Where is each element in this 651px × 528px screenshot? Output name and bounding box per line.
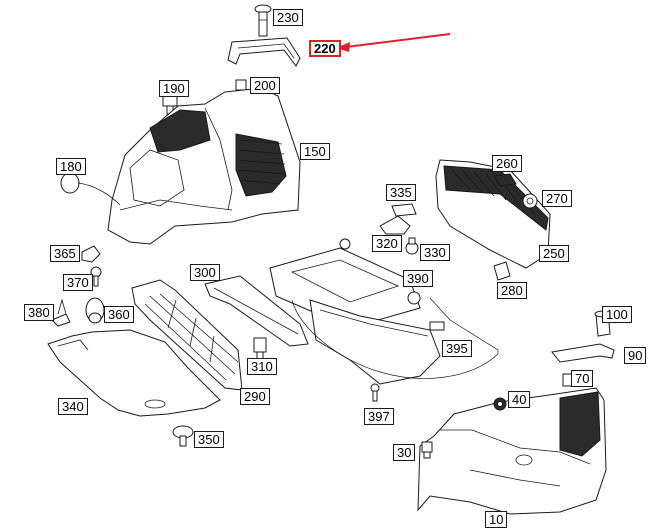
callout-340[interactable]: 340 [58, 398, 88, 415]
callout-70[interactable]: 70 [571, 370, 594, 387]
part-40-grommet [493, 397, 507, 411]
callout-10[interactable]: 10 [485, 511, 508, 528]
part-280-clip [493, 261, 511, 281]
part-335-clip [391, 203, 417, 217]
part-360-lashing-eye [85, 297, 105, 324]
part-150-side-trim-panel [107, 87, 301, 245]
highlight-arrow [336, 33, 451, 52]
part-10-side-trim-panel [417, 387, 607, 515]
part-340-floor-covering [47, 329, 221, 417]
callout-310[interactable]: 310 [247, 358, 277, 375]
callout-330[interactable]: 330 [420, 244, 450, 261]
part-250-rear-panel [435, 159, 551, 269]
part-310-clip [253, 337, 267, 361]
callout-395[interactable]: 395 [442, 340, 472, 357]
part-330-nut [405, 237, 419, 255]
callout-250[interactable]: 250 [539, 245, 569, 262]
callout-370[interactable]: 370 [63, 274, 93, 291]
part-220-bracket [227, 37, 301, 67]
part-395-tray [309, 299, 445, 385]
callout-90[interactable]: 90 [624, 347, 647, 364]
callout-365[interactable]: 365 [50, 245, 80, 262]
part-30-pushpin [421, 441, 433, 459]
callout-290[interactable]: 290 [240, 388, 270, 405]
part-390-frame [269, 238, 421, 329]
part-180-cover [60, 172, 121, 206]
part-365-clip [81, 245, 101, 263]
part-270-nut [522, 193, 538, 209]
callout-300[interactable]: 300 [190, 264, 220, 281]
callout-335[interactable]: 335 [386, 184, 416, 201]
part-320-bracket [379, 215, 411, 235]
floor-outline [291, 297, 499, 379]
callout-380[interactable]: 380 [24, 304, 54, 321]
part-90-strip [551, 343, 615, 363]
part-260-clip [493, 173, 517, 187]
callout-190[interactable]: 190 [159, 80, 189, 97]
callout-230[interactable]: 230 [273, 9, 303, 26]
callout-150[interactable]: 150 [300, 143, 330, 160]
part-290-partition [131, 279, 243, 391]
callout-220[interactable]: 220 [309, 40, 341, 57]
callout-270[interactable]: 270 [542, 190, 572, 207]
callout-200[interactable]: 200 [250, 77, 280, 94]
part-200-clip [235, 79, 247, 91]
part-300-rail [204, 275, 309, 347]
callout-280[interactable]: 280 [497, 282, 527, 299]
part-380-hook [51, 298, 71, 327]
callout-180[interactable]: 180 [56, 158, 86, 175]
callout-100[interactable]: 100 [602, 306, 632, 323]
callout-360[interactable]: 360 [104, 306, 134, 323]
callout-260[interactable]: 260 [492, 155, 522, 172]
callout-30[interactable]: 30 [393, 444, 416, 461]
part-397-screw [370, 383, 380, 402]
callout-397[interactable]: 397 [364, 408, 394, 425]
callout-350[interactable]: 350 [194, 431, 224, 448]
callout-320[interactable]: 320 [372, 235, 402, 252]
callout-390[interactable]: 390 [403, 270, 433, 287]
part-350-plug [172, 425, 194, 447]
part-370-screw [90, 266, 102, 287]
part-230-clip [254, 4, 272, 37]
callout-40[interactable]: 40 [508, 391, 531, 408]
